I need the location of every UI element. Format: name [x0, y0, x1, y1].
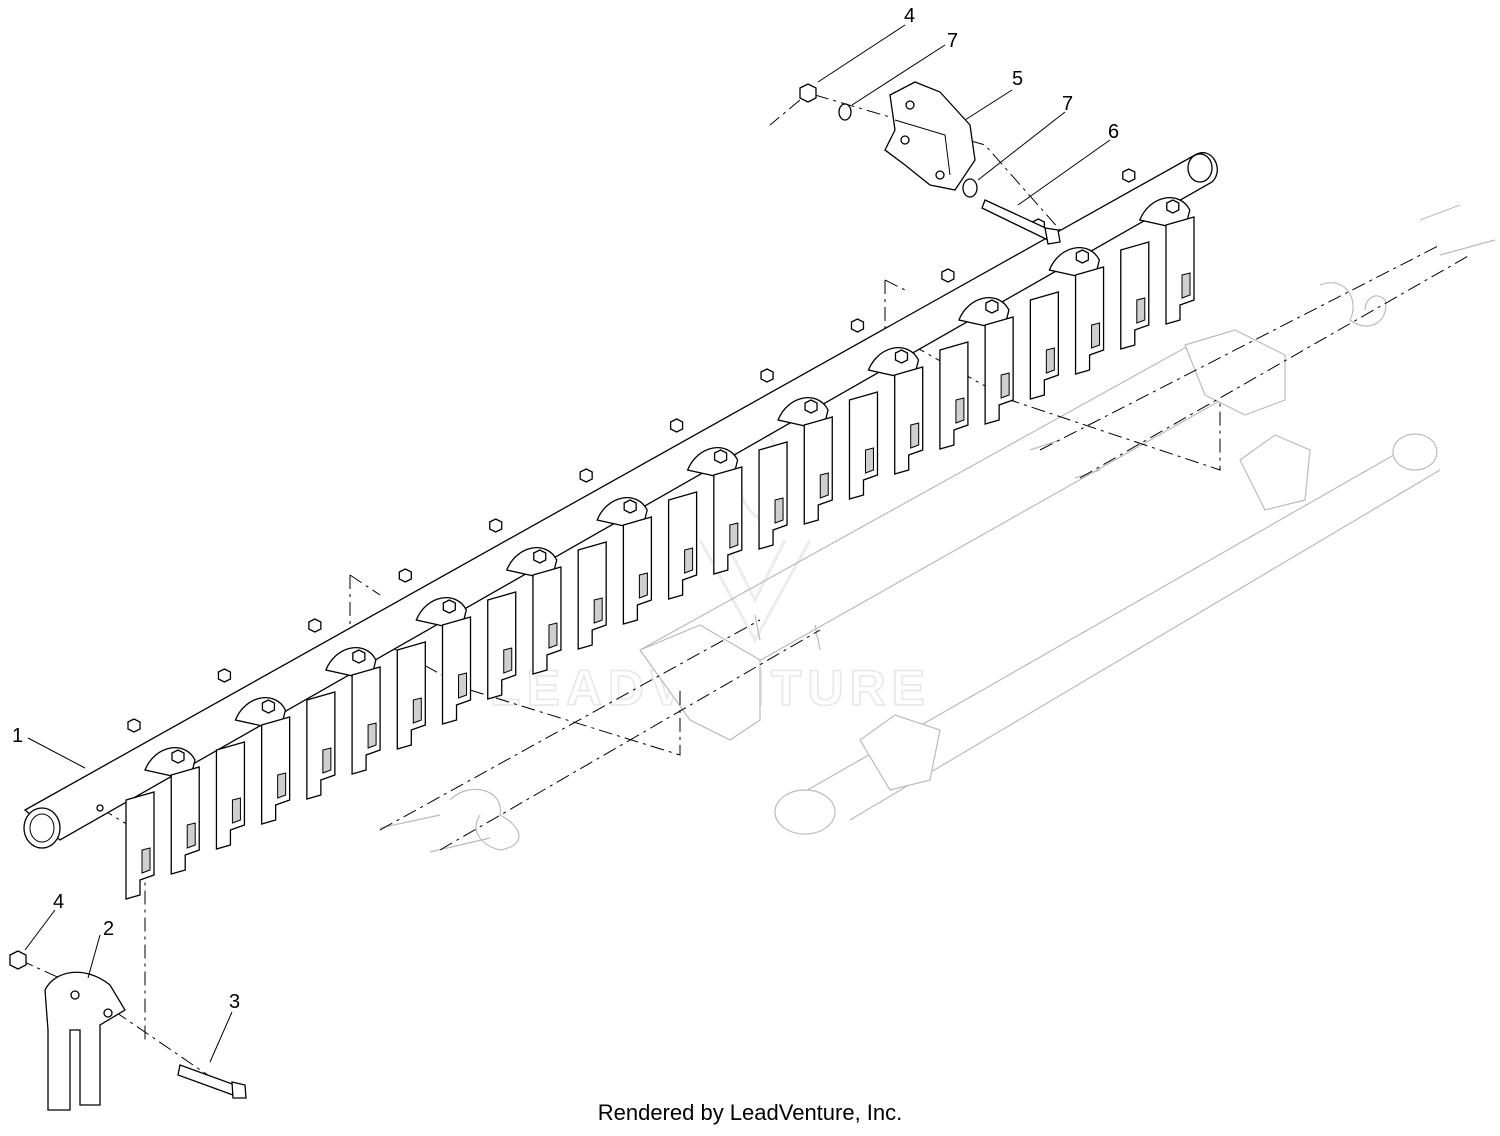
tine: [1074, 266, 1105, 375]
tine: [667, 491, 698, 600]
clamp-nut: [171, 749, 185, 764]
clamp-nut: [713, 449, 728, 464]
tine-tip: [864, 447, 874, 474]
top-nut: [1122, 168, 1136, 183]
top-nut: [127, 718, 141, 733]
tine-tip: [367, 722, 377, 749]
clamp-nut: [894, 349, 909, 364]
clamp-nut: [1166, 199, 1180, 214]
tine-tip: [1045, 347, 1055, 374]
callout-7-upper: 7: [947, 30, 958, 52]
tine: [215, 741, 246, 850]
background-frame: [379, 204, 1496, 853]
callout-7-lower: 7: [1062, 93, 1073, 115]
tine-tip: [141, 847, 151, 874]
top-nut: [941, 268, 955, 283]
tine-tip: [412, 697, 422, 724]
callouts: 1 2 3 4 4 5 6 7 7: [12, 5, 1119, 1013]
hardware-top: [799, 83, 1061, 245]
tine: [1165, 216, 1195, 325]
tine: [261, 716, 291, 825]
top-nut: [850, 318, 865, 333]
tine-tip: [1136, 297, 1146, 324]
clamp-nut: [985, 299, 999, 314]
tine-tip: [684, 547, 694, 574]
reference-lines: [19, 94, 1471, 1081]
tine: [758, 441, 788, 550]
callout-1: 1: [12, 725, 23, 747]
callout-6: 6: [1108, 121, 1119, 143]
tine-tip: [231, 797, 241, 824]
top-nut: [217, 668, 232, 683]
callout-2: 2: [103, 918, 114, 940]
callout-3: 3: [229, 991, 240, 1013]
clamp-nut: [1075, 249, 1089, 264]
tine: [622, 516, 653, 625]
tine-tip: [593, 597, 603, 624]
clamp-nut: [442, 599, 456, 614]
callout-4-bottom: 4: [53, 891, 64, 913]
tine-tip: [1000, 372, 1010, 399]
hardware-bottom: [9, 950, 247, 1111]
tine: [306, 691, 336, 800]
tine-tip: [955, 397, 965, 424]
callout-leaders: [24, 24, 1111, 1063]
tine: [1029, 291, 1059, 400]
tine-tip: [638, 572, 648, 599]
tine-tip: [1181, 272, 1191, 299]
tine: [713, 466, 743, 575]
tine: [939, 341, 969, 450]
top-nut: [669, 418, 684, 433]
tine-tip: [322, 747, 332, 774]
clamp-nut: [804, 399, 818, 414]
tine: [803, 416, 833, 525]
mounting-bracket: [884, 81, 976, 191]
top-nut: [760, 368, 774, 383]
tine: [441, 616, 472, 725]
clamp-nut: [352, 649, 366, 664]
top-nut: [579, 468, 593, 483]
tine-tip: [277, 772, 287, 799]
tine: [848, 391, 879, 500]
tine-tip: [186, 822, 196, 849]
tine: [351, 666, 381, 775]
tine: [577, 541, 607, 650]
tine: [125, 791, 155, 900]
clamp-nut: [261, 699, 276, 714]
top-nut: [489, 518, 503, 533]
top-nut: [308, 618, 322, 633]
tine-tip: [458, 672, 468, 699]
callout-5: 5: [1012, 68, 1023, 90]
tine-tip: [819, 472, 829, 499]
tine: [1120, 241, 1150, 350]
tine-tip: [910, 422, 920, 449]
clamp-nut: [533, 549, 547, 564]
tine: [170, 766, 200, 875]
tine-tip: [729, 522, 739, 549]
tine: [487, 591, 517, 700]
tine: [532, 566, 562, 675]
tine-tip: [774, 497, 784, 524]
top-nut: [398, 568, 412, 583]
callout-4-top: 4: [904, 5, 915, 27]
tine-tip: [1091, 322, 1101, 349]
tine: [396, 641, 426, 750]
tine-tip: [503, 647, 513, 674]
tine-bar-assembly: [23, 152, 1218, 900]
clamp-nut: [623, 499, 637, 514]
tine-tip: [548, 622, 558, 649]
tine: [894, 366, 924, 475]
render-credit: Rendered by LeadVenture, Inc.: [597, 1100, 903, 1125]
tine: [984, 316, 1014, 425]
